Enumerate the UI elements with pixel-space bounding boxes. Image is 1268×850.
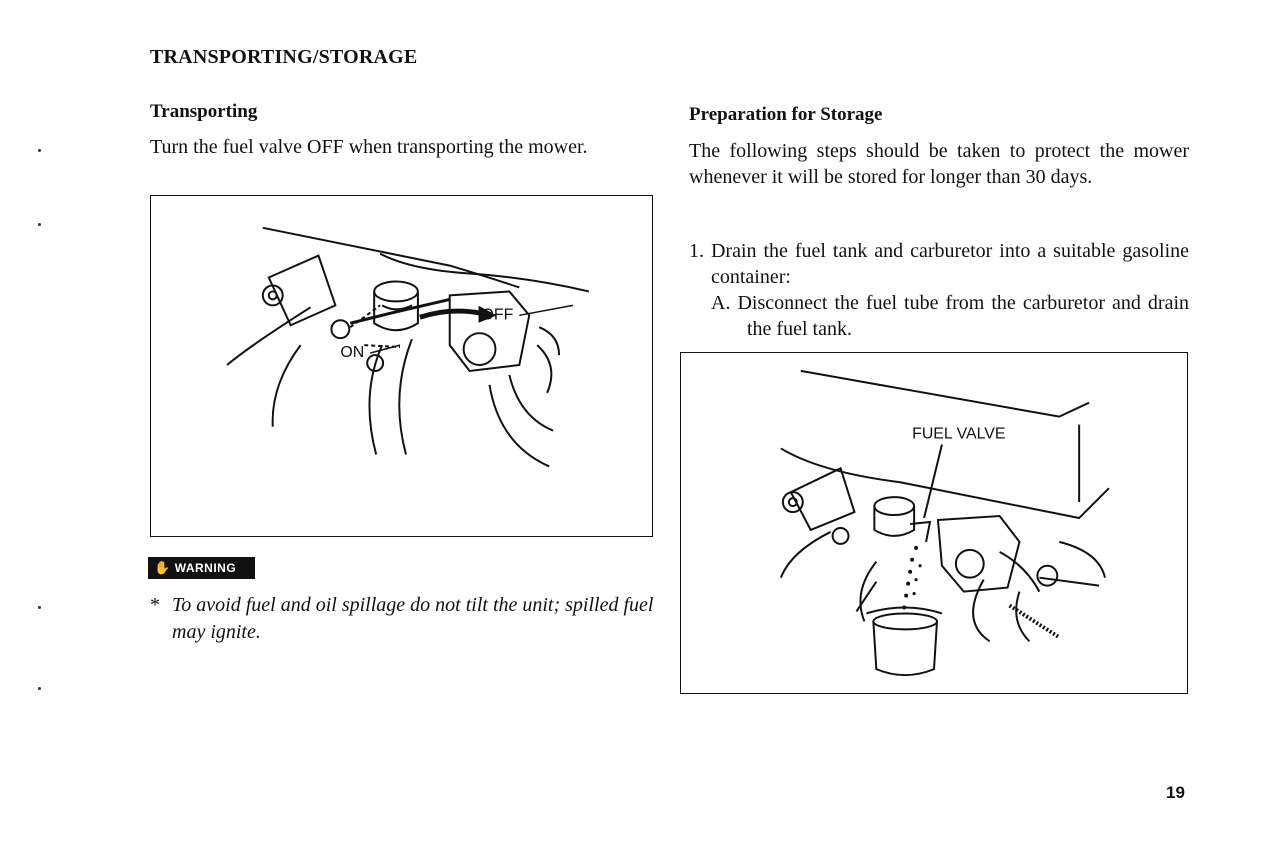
warning-text: To avoid fuel and oil spillage do not ti…: [172, 594, 654, 643]
page-number: 19: [1166, 783, 1185, 802]
warning-label: WARNING: [174, 561, 237, 575]
margin-dot: [38, 149, 41, 152]
page-title: TRANSPORTING/STORAGE: [150, 46, 418, 68]
fuel-drain-illustration: FUEL VALVE: [680, 352, 1188, 694]
figure-label-fuel-valve: FUEL VALVE: [912, 425, 1005, 442]
margin-dot: [38, 606, 41, 609]
storage-heading: Preparation for Storage: [689, 104, 883, 125]
figure-label-on: ON: [340, 344, 364, 361]
step-1: 1. Drain the fuel tank and carburetor in…: [689, 240, 1189, 288]
fuel-valve-off-drawing: OFF ON: [226, 226, 590, 468]
fuel-valve-off-illustration: OFF ON: [150, 195, 653, 537]
figure-label-off: OFF: [482, 306, 514, 323]
transporting-heading: Transporting: [150, 101, 258, 122]
hand-warning-icon: ✋: [154, 560, 171, 575]
fuel-drain-drawing: FUEL VALVE: [779, 369, 1110, 677]
warning-badge: ✋ WARNING: [148, 557, 255, 579]
margin-dot: [38, 223, 41, 226]
warning-bullet: *: [150, 594, 160, 616]
warning-text-block: * To avoid fuel and oil spillage do not …: [150, 592, 655, 646]
storage-paragraph: The following steps should be taken to p…: [689, 140, 1189, 188]
step-1a: A. Disconnect the fuel tube from the car…: [711, 292, 1189, 340]
transporting-paragraph: Turn the fuel valve OFF when transportin…: [150, 136, 588, 158]
margin-dot: [38, 687, 41, 690]
